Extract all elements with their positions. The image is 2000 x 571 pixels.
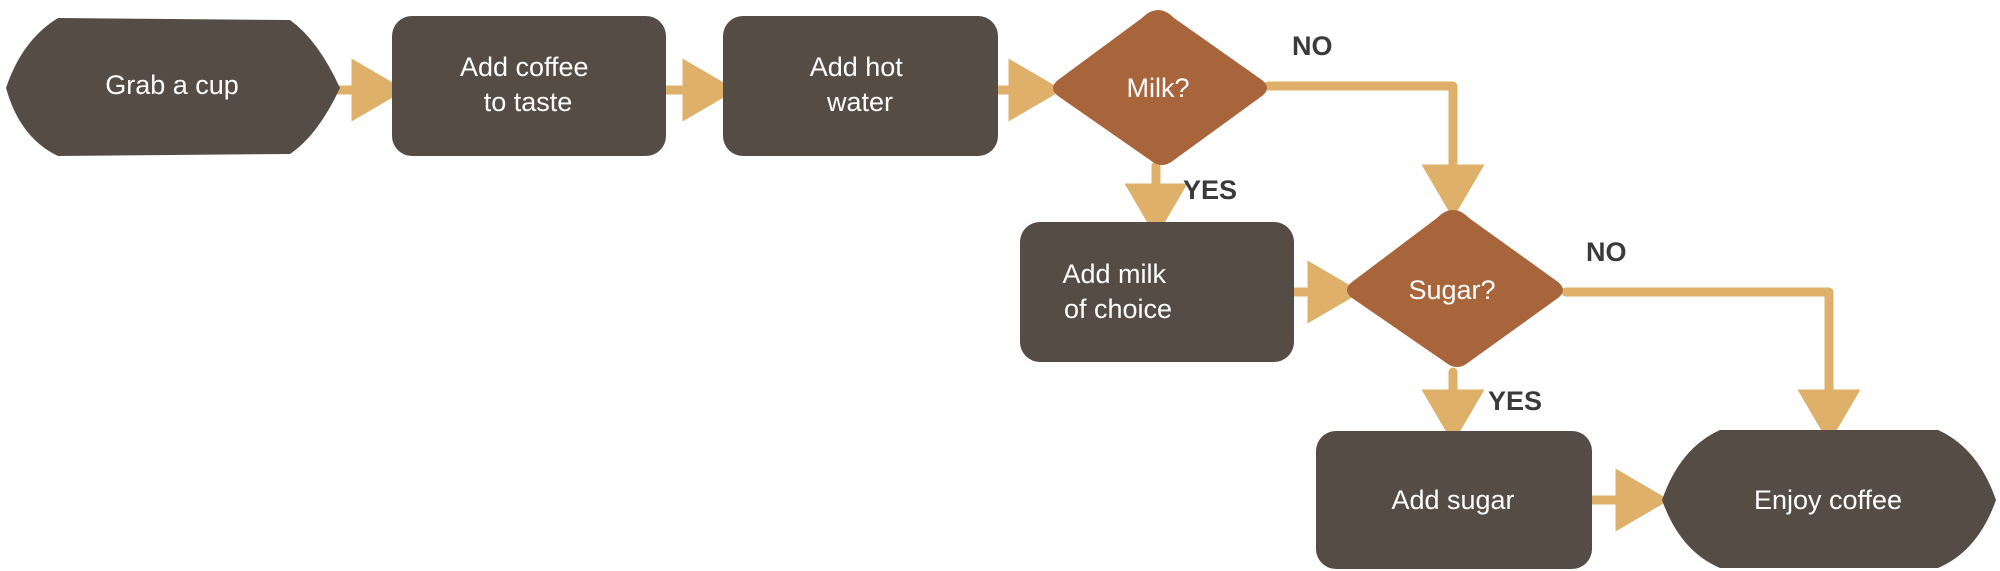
label-sugar-no: NO (1586, 237, 1627, 267)
node-milk-decision-label: Milk? (1126, 73, 1189, 103)
node-sugar-decision: Sugar? (1347, 210, 1563, 367)
node-add-coffee-shape (392, 16, 666, 156)
node-sugar-decision-shape (1347, 210, 1563, 367)
node-add-sugar-label: Add sugar (1391, 485, 1514, 515)
node-grab-cup-shape (6, 18, 340, 156)
node-grab-cup: Grab a cup (6, 18, 340, 156)
node-enjoy: Enjoy coffee (1662, 430, 1996, 568)
node-add-coffee: Add coffee to taste (392, 16, 666, 156)
node-sugar-decision-label: Sugar? (1408, 275, 1495, 305)
label-milk-yes: YES (1183, 175, 1237, 205)
node-add-milk-label: Add milk of choice (1062, 259, 1173, 324)
nodes: Grab a cup Add coffee to taste Add hot w… (6, 10, 1996, 569)
node-enjoy-shape (1662, 430, 1996, 568)
node-add-coffee-label: Add coffee to taste (460, 52, 596, 117)
node-add-milk-shape (1020, 222, 1294, 362)
node-add-sugar: Add sugar (1316, 431, 1592, 569)
node-milk-decision-shape (1053, 10, 1267, 165)
label-milk-no: NO (1292, 31, 1333, 61)
node-grab-cup-label: Grab a cup (105, 70, 239, 100)
node-add-water: Add hot water (723, 16, 998, 156)
edge-labels: NO YES NO YES (1183, 31, 1627, 416)
node-add-sugar-shape (1316, 431, 1592, 569)
edges (333, 58, 1861, 532)
node-add-water-shape (723, 16, 998, 156)
node-add-milk: Add milk of choice (1020, 222, 1294, 362)
node-add-water-label: Add hot water (810, 52, 911, 117)
arrow-milk-no-to-sugar (1263, 81, 1485, 219)
label-sugar-yes: YES (1488, 386, 1542, 416)
node-milk-decision: Milk? (1053, 10, 1267, 165)
arrow-sugar-no-to-enjoy (1561, 287, 1861, 444)
node-enjoy-label: Enjoy coffee (1754, 485, 1902, 515)
